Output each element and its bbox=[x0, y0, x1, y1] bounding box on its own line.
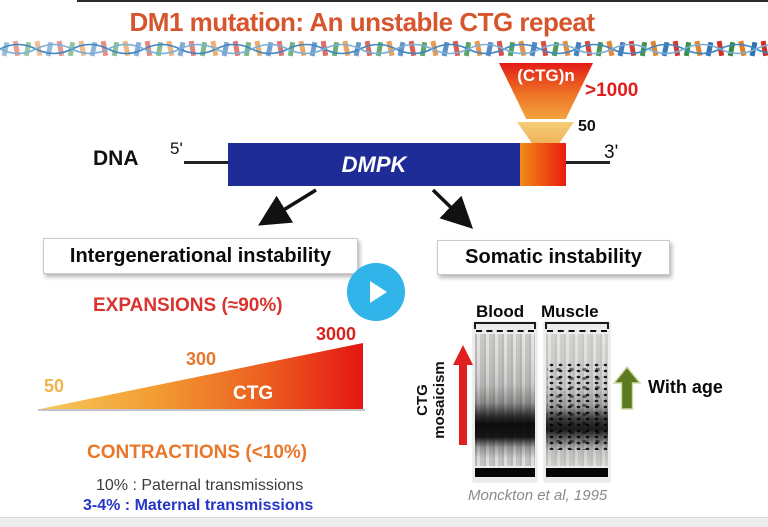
repeat-scale-mid: 300 bbox=[186, 349, 217, 369]
with-age-label: With age bbox=[648, 377, 723, 397]
intergenerational-heading-label: Intergenerational instability bbox=[69, 244, 332, 267]
gel-label-blood: Blood bbox=[476, 302, 525, 321]
repeat-scale-min: 50 bbox=[44, 376, 65, 396]
expanded-repeat-size: >1000 bbox=[585, 80, 639, 101]
axis-label-line1: CTG bbox=[414, 384, 431, 416]
gel-top-bracket bbox=[474, 322, 536, 329]
ctg-unit-label: CTG bbox=[233, 383, 274, 404]
somatic-heading-label: Somatic instability bbox=[465, 246, 642, 268]
somatic-heading-box: Somatic instability bbox=[437, 240, 670, 275]
top-border-line bbox=[77, 0, 768, 2]
expansions-label: EXPANSIONS (≈90%) bbox=[93, 295, 283, 316]
gel-label-muscle: Muscle bbox=[541, 302, 599, 321]
ctg-repeat-region-bar bbox=[520, 143, 566, 186]
three-prime-label: 3' bbox=[604, 142, 619, 163]
repeat-scale-max: 3000 bbox=[316, 324, 357, 344]
normal-repeat-size: 50 bbox=[578, 118, 596, 135]
gel-image-muscle bbox=[544, 322, 610, 482]
dna-line-3p bbox=[566, 161, 610, 164]
intergenerational-heading-box: Intergenerational instability bbox=[43, 238, 358, 274]
citation: Monckton et al, 1995 bbox=[468, 487, 608, 504]
ctg-repeat-label: (CTG)n bbox=[517, 66, 575, 85]
dna-line-5p bbox=[184, 161, 228, 164]
contractions-label: CONTRACTIONS (<10%) bbox=[87, 442, 308, 463]
gel-speckle-bands bbox=[547, 362, 607, 450]
gel-dashed-line bbox=[476, 330, 534, 332]
gene-name-label: DMPK bbox=[341, 151, 407, 177]
slide-title: DM1 mutation: An unstable CTG repeat bbox=[129, 7, 595, 37]
play-button[interactable] bbox=[347, 263, 405, 321]
gel-bottom-band bbox=[475, 468, 535, 477]
dna-helix-decoration bbox=[0, 39, 768, 59]
gel-bottom-band bbox=[546, 468, 608, 477]
dna-label: DNA bbox=[93, 147, 139, 170]
diverging-arrows-icon bbox=[258, 188, 474, 229]
ctg-repeat-funnel: (CTG)n bbox=[499, 63, 593, 119]
gel-top-bracket bbox=[545, 322, 609, 329]
maternal-transmissions-line: 3-4% : Maternal transmissions bbox=[83, 497, 314, 514]
dmpk-gene-bar: DMPK bbox=[228, 143, 520, 186]
gel-dashed-line bbox=[547, 330, 607, 332]
red-up-arrow-icon bbox=[453, 345, 473, 445]
gel-smear bbox=[475, 334, 535, 466]
green-up-arrow-icon bbox=[612, 366, 642, 410]
play-icon bbox=[370, 281, 387, 303]
player-bottom-strip bbox=[0, 517, 768, 527]
triangle-baseline bbox=[38, 409, 365, 411]
paternal-transmissions-line: 10% : Paternal transmissions bbox=[96, 477, 304, 494]
gel-image-blood bbox=[473, 322, 537, 482]
axis-label-line2: mosaicism bbox=[431, 361, 448, 439]
ctg-mosaicism-axis-label: CTG mosaicism bbox=[414, 330, 450, 470]
five-prime-label: 5' bbox=[170, 139, 183, 158]
